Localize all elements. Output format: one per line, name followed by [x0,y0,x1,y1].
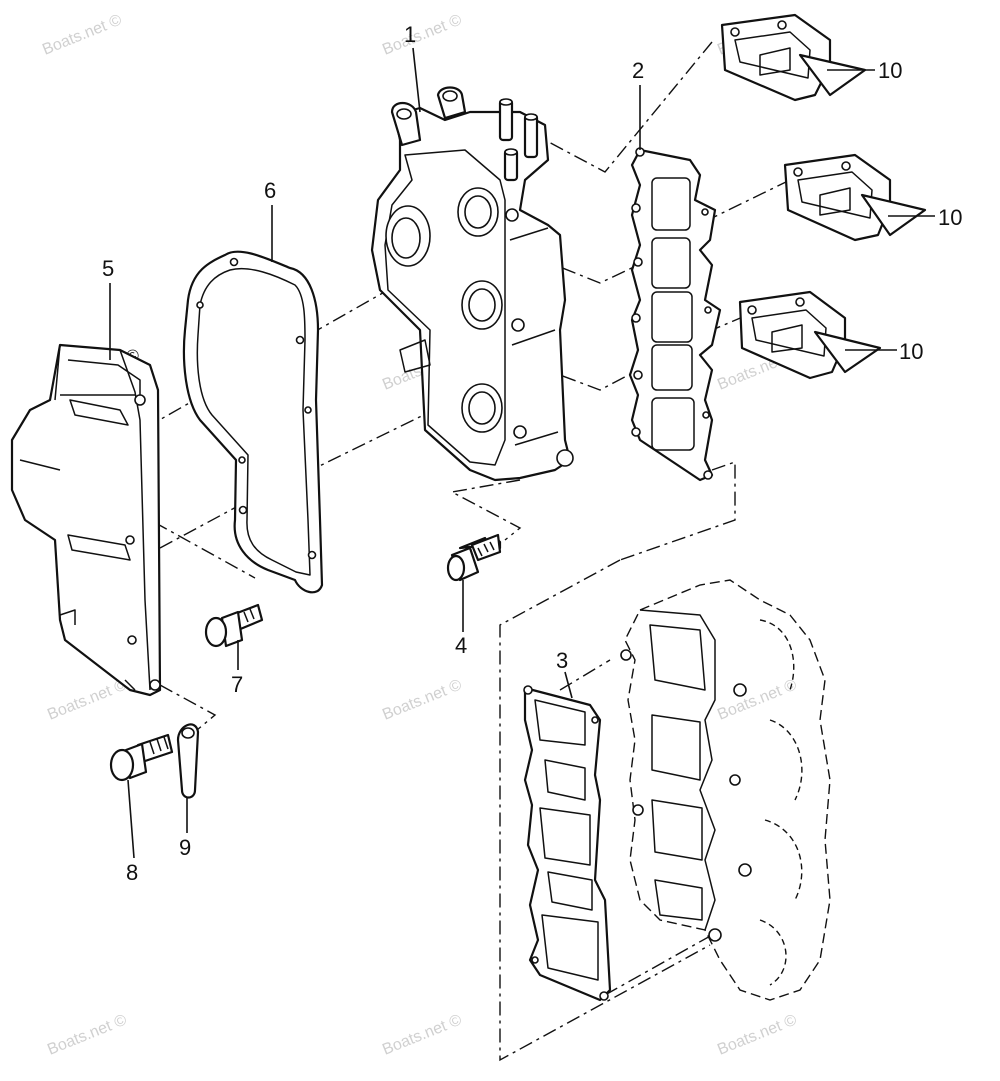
callout-10-middle: 10 [938,205,962,230]
watermark: Boats.net © [45,676,129,723]
gasket-upper [628,147,722,482]
intake-manifold-body [370,86,574,482]
crankcase-reference [620,579,831,1001]
cover-plate [10,343,162,697]
clip-9 [176,723,200,799]
callout-labels: 1 2 3 4 5 6 7 8 9 10 10 10 [102,22,962,885]
callout-3: 3 [556,648,568,673]
gasket-middle [182,250,324,594]
reed-valve-1 [720,13,867,102]
callout-4: 4 [455,633,467,658]
gasket-lower [523,685,612,1002]
reed-valve-3 [738,290,882,380]
bolt-7 [204,603,264,648]
watermark: Boats.net © [380,1011,464,1058]
bolt-4 [446,533,502,582]
watermark: Boats.net © [715,676,799,723]
watermark: Boats.net © [40,11,124,58]
callout-2: 2 [632,58,644,83]
watermark: Boats.net © [715,1011,799,1058]
callout-9: 9 [179,835,191,860]
callout-10-top: 10 [878,58,902,83]
callout-1: 1 [404,22,416,47]
reed-valve-2 [783,153,927,242]
watermark: Boats.net © [45,1011,129,1058]
callout-7: 7 [231,672,243,697]
callout-8: 8 [126,860,138,885]
leader-lines [109,47,935,859]
callout-5: 5 [102,256,114,281]
watermark: Boats.net © [380,11,464,58]
callout-10-bottom: 10 [899,339,923,364]
bolt-8 [109,733,174,782]
watermark: Boats.net © [380,676,464,723]
callout-6: 6 [264,178,276,203]
